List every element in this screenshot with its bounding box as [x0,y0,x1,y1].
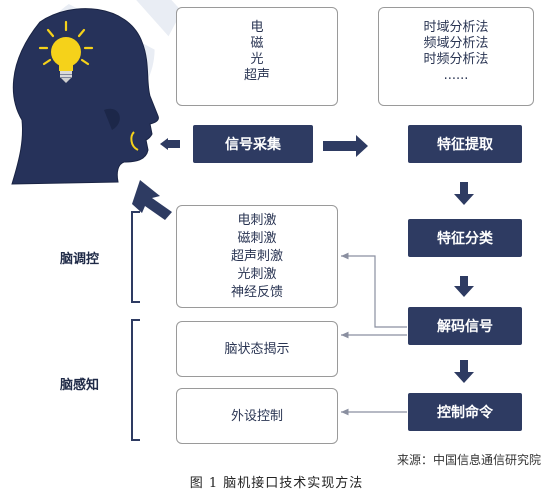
node-control-command: 控制命令 [408,393,522,431]
head-silhouette-icon [11,8,159,185]
bracket-regulation [131,211,140,303]
arrow-decode-to-control [454,360,474,383]
figure-caption: 图 1 脑机接口技术实现方法 [189,476,364,491]
external-control-label: 外设控制 [230,409,283,424]
stim-magnetic: 磁刺激 [237,231,277,246]
brain-state-box: 脑状态揭示 [176,321,338,377]
node-feature-extraction: 特征提取 [408,125,522,163]
analysis-method-box: 时域分析法 频域分析法 时频分析法 ...... [378,7,534,106]
label-brain-regulation: 脑调控 [60,252,100,267]
connector-decode-to-stim [341,252,407,328]
arrow-head-to-signal [160,138,180,150]
source-note: 来源：中国信息通信研究院 [396,453,541,467]
modality-box: 电 磁 光 超声 [176,7,338,106]
arrow-class-to-decode [454,276,474,297]
label-brain-perception: 脑感知 [60,378,100,393]
node-decode-signal: 解码信号 [408,307,522,345]
stimulation-box: 电刺激 磁刺激 超声刺激 光刺激 神经反馈 [176,205,338,308]
arrow-signal-to-feature [323,135,368,157]
stim-neurofeedback: 神经反馈 [230,285,283,300]
node-signal-acquisition: 信号采集 [193,125,313,163]
analysis-ellipsis: ...... [443,68,469,83]
stimulation-list: 电刺激 磁刺激 超声刺激 光刺激 神经反馈 [177,212,337,302]
analysis-time-domain: 时域分析法 [423,20,489,35]
brain-state-label: 脑状态揭示 [224,342,290,357]
bracket-perception [131,319,140,441]
modality-ultrasound: 超声 [243,68,270,83]
lightbulb-icon [38,20,94,83]
modality-magnetic: 磁 [250,36,264,51]
analysis-time-frequency: 时频分析法 [423,52,489,67]
modality-list: 电 磁 光 超声 [177,20,337,84]
arrow-back-to-head [132,180,172,220]
external-control-box: 外设控制 [176,388,338,444]
modality-light: 光 [250,52,264,67]
arrow-feature-to-class [454,182,474,205]
analysis-method-list: 时域分析法 频域分析法 时频分析法 ...... [379,20,533,84]
stim-ultrasound: 超声刺激 [230,249,283,264]
analysis-frequency-domain: 频域分析法 [423,36,489,51]
stim-electric: 电刺激 [237,213,277,228]
node-feature-classification: 特征分类 [408,219,522,257]
stim-light: 光刺激 [237,267,277,282]
modality-electric: 电 [250,20,264,35]
